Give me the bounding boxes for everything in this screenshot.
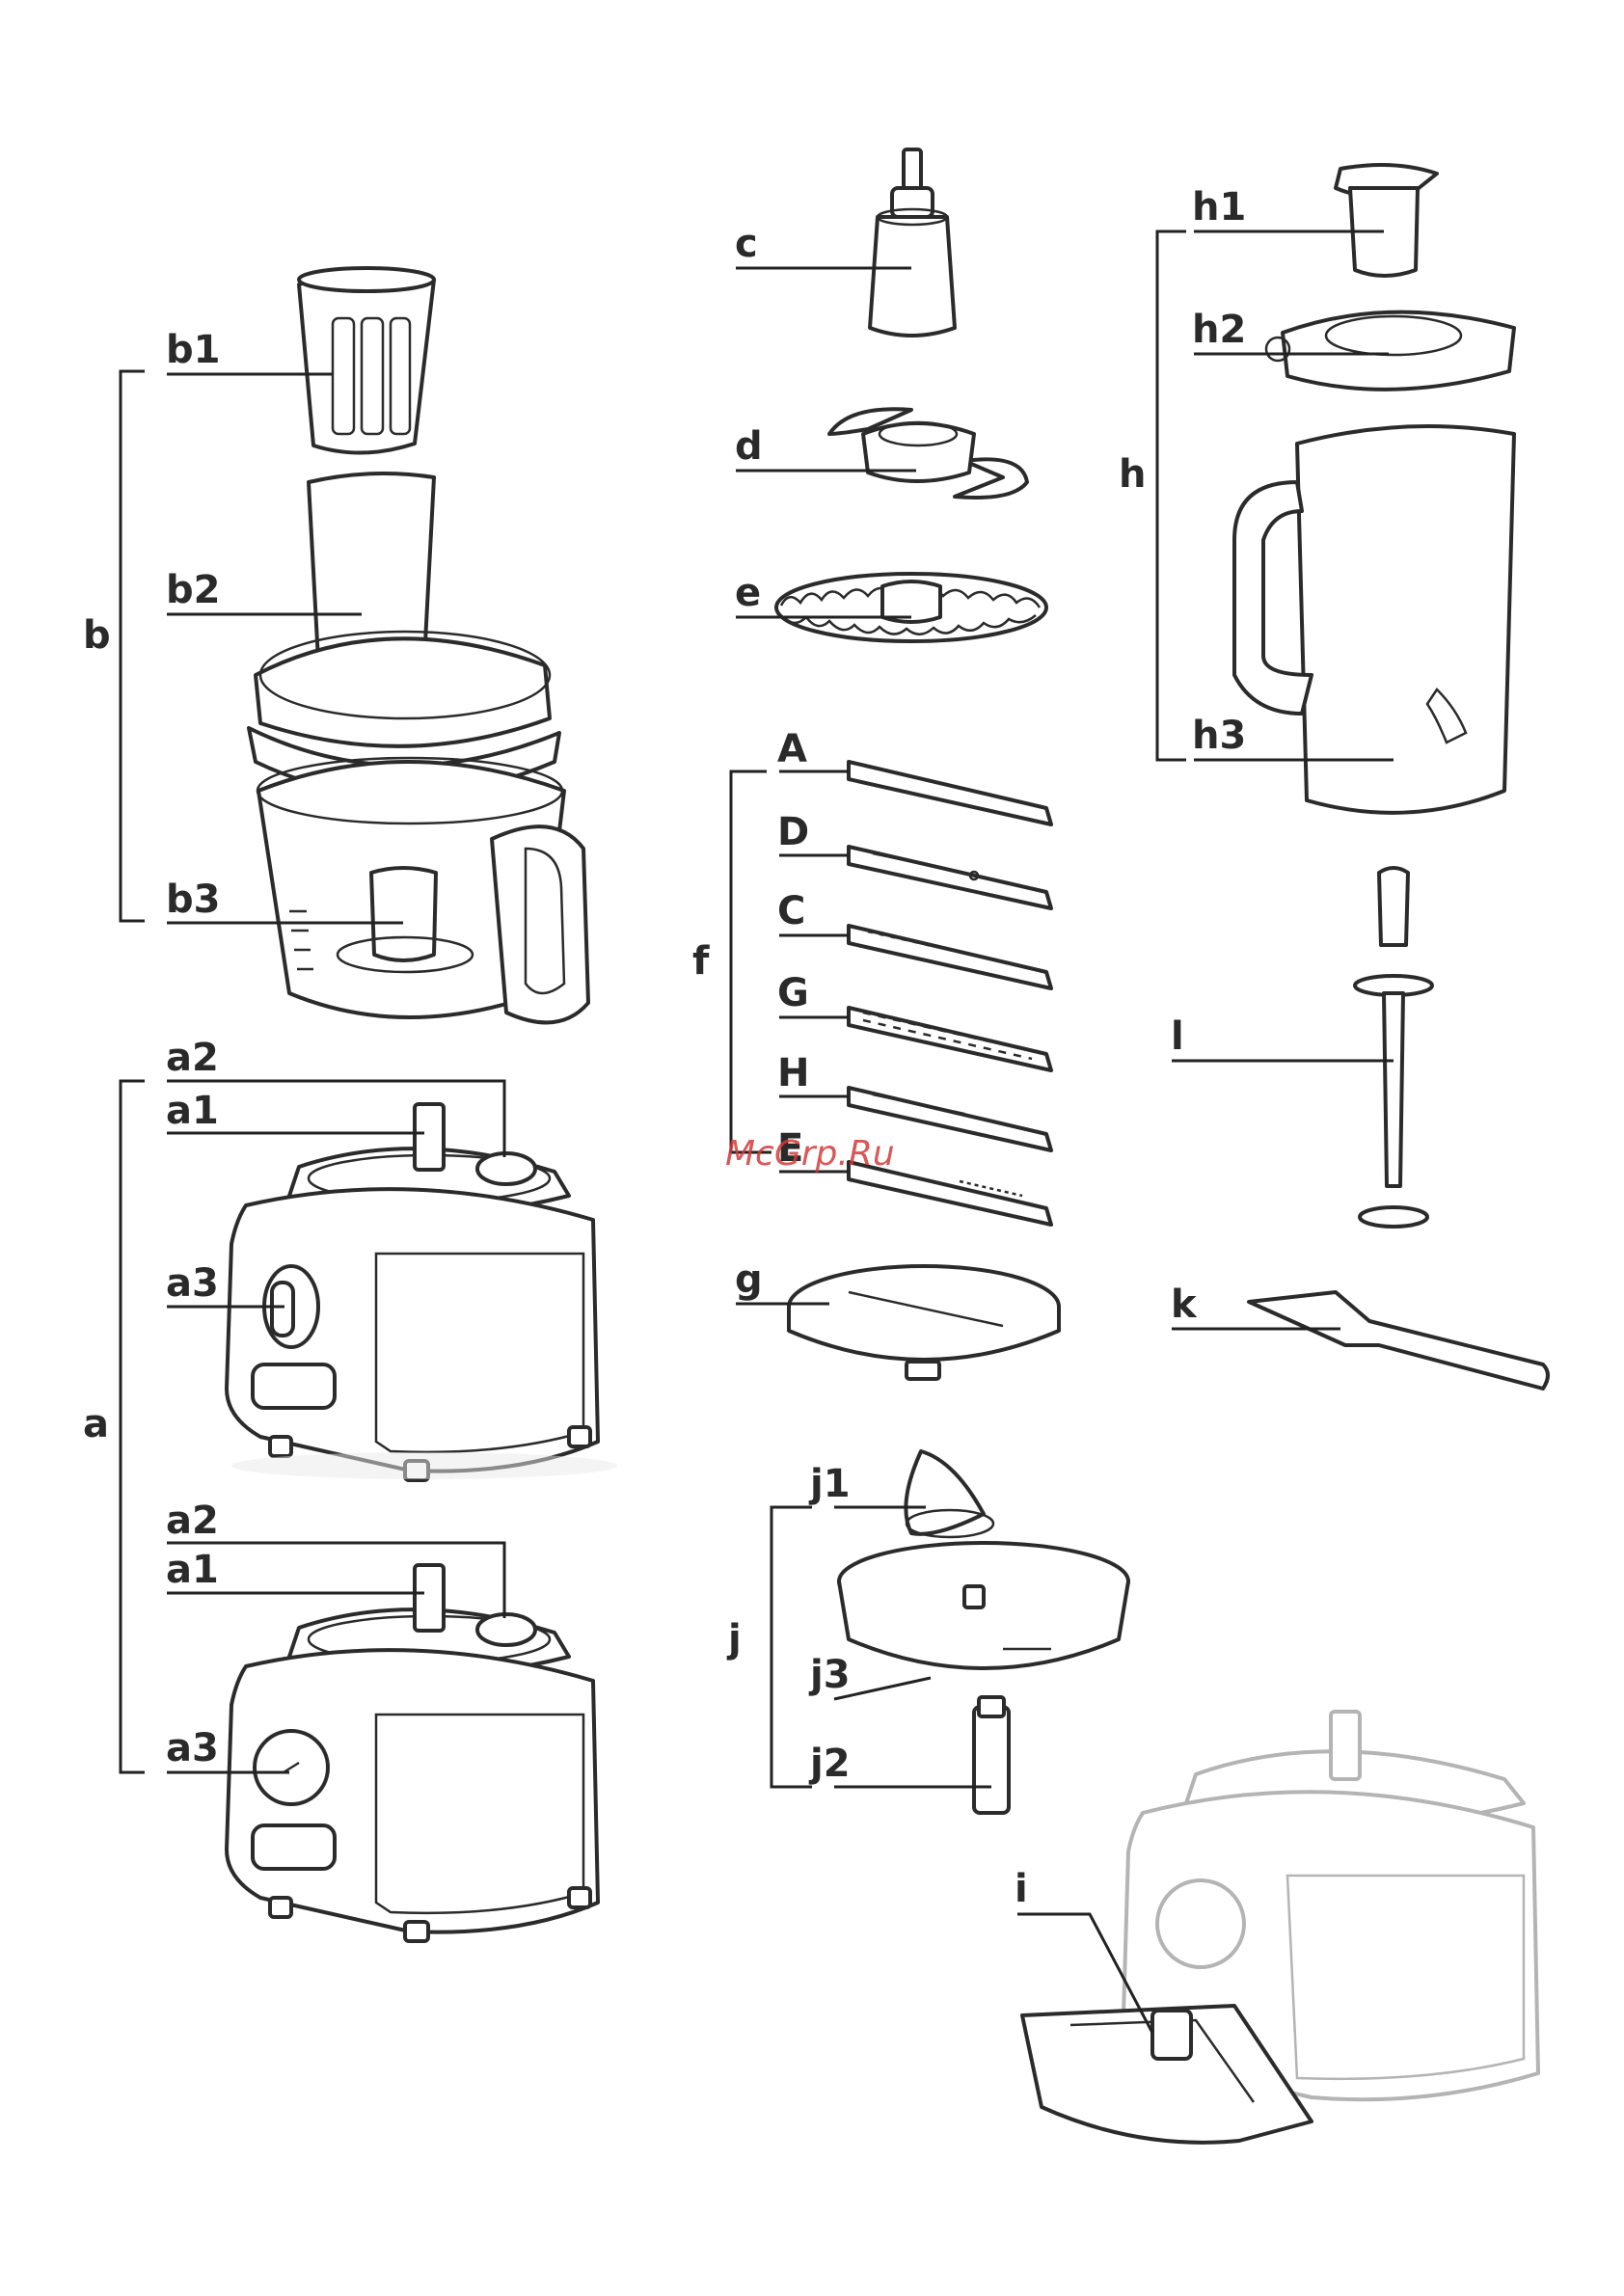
- label-disc-D: D: [777, 810, 809, 854]
- label-l: l: [1171, 1014, 1184, 1059]
- label-j2: j2: [808, 1742, 851, 1786]
- kneading-blade-d-illustration: [829, 409, 1027, 498]
- citrus-press-j-illustration: [839, 1451, 1128, 1813]
- label-j3: j3: [808, 1653, 851, 1697]
- label-disc-A: A: [777, 727, 807, 771]
- emulsifying-disc-e-illustration: [776, 574, 1046, 641]
- label-c: c: [735, 222, 758, 266]
- blender-jug-h-illustration: [1234, 165, 1514, 813]
- disc-D: [849, 847, 1051, 908]
- spatula-k-illustration: [1249, 1292, 1548, 1389]
- label-h2: h2: [1192, 308, 1246, 352]
- label-i: i: [1015, 1867, 1028, 1911]
- label-a2-top: a2: [166, 1036, 219, 1080]
- pusher-b1-illustration: [299, 268, 434, 453]
- label-a2-bottom: a2: [166, 1499, 219, 1543]
- label-d: d: [735, 424, 763, 469]
- label-b1: b1: [166, 328, 220, 372]
- disc-G: [849, 1008, 1051, 1070]
- label-b2: b2: [166, 568, 220, 612]
- blade-coupler-c-illustration: [870, 149, 955, 336]
- label-g: g: [735, 1257, 763, 1302]
- pusher-l-illustration: [1355, 868, 1432, 1227]
- label-b: b: [83, 613, 111, 658]
- label-k: k: [1171, 1283, 1198, 1327]
- label-a1-top: a1: [166, 1089, 219, 1133]
- label-disc-H: H: [777, 1051, 809, 1095]
- label-j: j: [726, 1617, 742, 1661]
- label-disc-C: C: [777, 889, 805, 933]
- watermark: McGrp.Ru: [725, 1134, 895, 1174]
- label-a3-top: a3: [166, 1261, 219, 1306]
- label-h3: h3: [1192, 714, 1246, 758]
- label-h1: h1: [1192, 185, 1246, 230]
- label-b3: b3: [166, 878, 220, 922]
- disc-A: [849, 762, 1051, 824]
- label-j1: j1: [808, 1462, 851, 1506]
- disc-holder-g-illustration: [789, 1266, 1059, 1379]
- disc-C: [849, 926, 1051, 988]
- motor-base-top-illustration: [227, 1104, 617, 1480]
- feed-tube-lid-b2-illustration: [249, 473, 559, 796]
- label-disc-G: G: [777, 971, 809, 1015]
- label-a1-bottom: a1: [166, 1548, 219, 1592]
- label-a3-bottom: a3: [166, 1726, 219, 1770]
- motor-base-bottom-illustration: [227, 1565, 598, 1941]
- label-e: e: [735, 571, 761, 615]
- label-a: a: [83, 1402, 109, 1446]
- bowl-b3-illustration: [257, 758, 588, 1022]
- label-h: h: [1119, 452, 1146, 497]
- label-f: f: [692, 939, 710, 984]
